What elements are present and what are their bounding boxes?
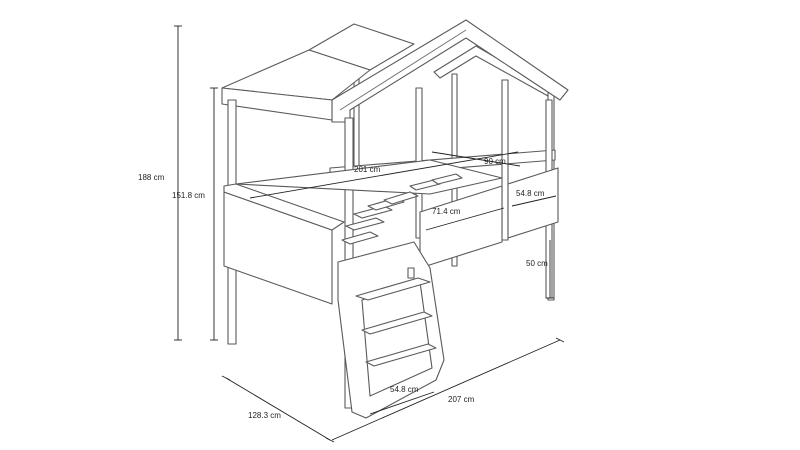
- label-total-length: 207 cm: [448, 395, 475, 404]
- ridge-line: [339, 29, 467, 111]
- slats: [341, 173, 463, 245]
- dim-tick: [221, 375, 231, 381]
- dim-line-rail-length: [425, 207, 505, 231]
- label-ladder-width: 54.8 cm: [390, 385, 419, 394]
- left-end-panel-top: [223, 183, 345, 231]
- ladder-step-3: [365, 343, 437, 367]
- slat-1: [341, 231, 379, 245]
- ladder-step-2: [361, 311, 433, 335]
- dim-line-total-length: [331, 339, 561, 441]
- label-inner-length: 201 cm: [354, 165, 381, 174]
- ladder-handle: [407, 267, 415, 279]
- dim-line-inner-width: [431, 151, 521, 167]
- label-clearance: 50 cm: [526, 259, 548, 268]
- dim-line-depth: [225, 377, 331, 441]
- dimension-lines: [174, 25, 565, 443]
- front-guard-rail: [419, 185, 503, 269]
- roof: [221, 19, 569, 123]
- dim-line-inner-length: [249, 151, 519, 199]
- right-guard-rail: [507, 167, 559, 239]
- label-inner-width: 90 cm: [484, 157, 506, 166]
- label-wall-height: 151.8 cm: [172, 191, 205, 200]
- dim-tick: [555, 337, 565, 343]
- ladder-step-1: [355, 277, 431, 301]
- label-total-height: 188 cm: [138, 173, 165, 182]
- label-end-rail: 54.8 cm: [516, 189, 545, 198]
- back-gable: [433, 45, 549, 97]
- label-depth: 128.3 cm: [248, 411, 281, 420]
- slat-5: [383, 191, 419, 205]
- roof-front-beam: [221, 87, 333, 121]
- dimension-labels: 188 cm 151.8 cm 201 cm 90 cm 71.4 cm 54.…: [138, 157, 548, 420]
- ladder: [337, 241, 445, 419]
- slat-7: [431, 173, 463, 185]
- dim-tick: [325, 437, 335, 443]
- dim-line-ladder-width: [369, 391, 435, 415]
- dim-line-end-rail: [511, 195, 557, 207]
- slat-2: [345, 217, 385, 231]
- label-rail-length: 71.4 cm: [432, 207, 461, 216]
- gable-inner-post-right: [501, 79, 509, 241]
